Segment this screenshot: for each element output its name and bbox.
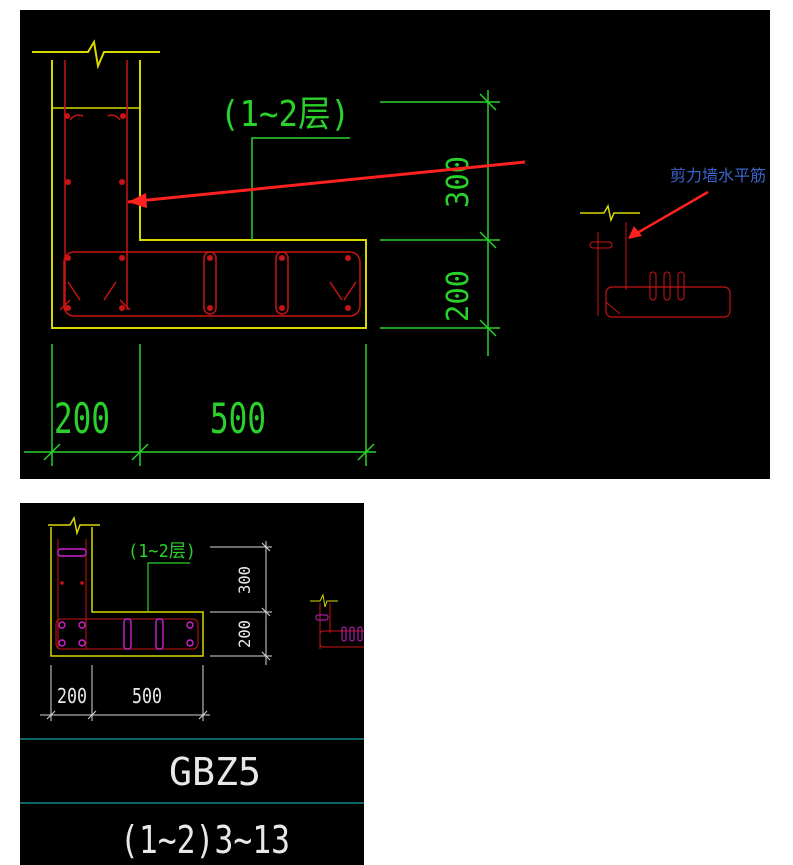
vertical-dimension xyxy=(380,90,500,356)
drawing-panel-top: (1~2层) 300 200 200 500 xyxy=(20,10,770,479)
callout-label: 剪力墙水平筋 xyxy=(670,166,767,185)
dim-300: 300 xyxy=(441,156,476,208)
inset-detail xyxy=(580,190,731,318)
concrete-outline xyxy=(51,60,367,329)
vertical-dimension xyxy=(210,541,272,665)
floor-range: (1~2)3~13 xyxy=(120,818,290,862)
label-leader xyxy=(251,137,350,240)
stirrups xyxy=(57,548,194,650)
break-line xyxy=(48,515,100,536)
callout-arrow xyxy=(127,160,526,204)
column-detail-drawing: (1~2层) 300 200 200 500 xyxy=(20,515,364,862)
rebar-dots xyxy=(60,581,84,585)
dim-200-vertical: 200 xyxy=(235,620,254,648)
dim-200-vertical: 200 xyxy=(441,270,476,322)
rebar-dots xyxy=(64,113,351,311)
dim-300: 300 xyxy=(235,566,254,594)
label-leader xyxy=(147,562,190,612)
column-section-drawing: (1~2层) 300 200 200 500 xyxy=(24,39,731,466)
drawing-panel-bottom: (1~2层) 300 200 200 500 xyxy=(20,503,364,865)
concrete-outline xyxy=(50,527,204,657)
level-label: (1~2层) xyxy=(128,541,196,562)
break-line xyxy=(32,39,160,70)
callout-arrowhead xyxy=(128,193,147,208)
level-label: (1~2层) xyxy=(220,94,350,135)
dim-200-horizontal: 200 xyxy=(57,684,87,708)
horizontal-dimension xyxy=(40,665,210,721)
vertical-rebar xyxy=(64,60,128,310)
dim-500: 500 xyxy=(210,394,266,443)
inset-detail xyxy=(310,593,364,649)
dim-200-horizontal: 200 xyxy=(54,394,110,443)
component-name: GBZ5 xyxy=(169,750,261,794)
horizontal-dimension xyxy=(24,344,376,466)
dim-500: 500 xyxy=(132,684,162,708)
tie-bars xyxy=(59,251,357,315)
